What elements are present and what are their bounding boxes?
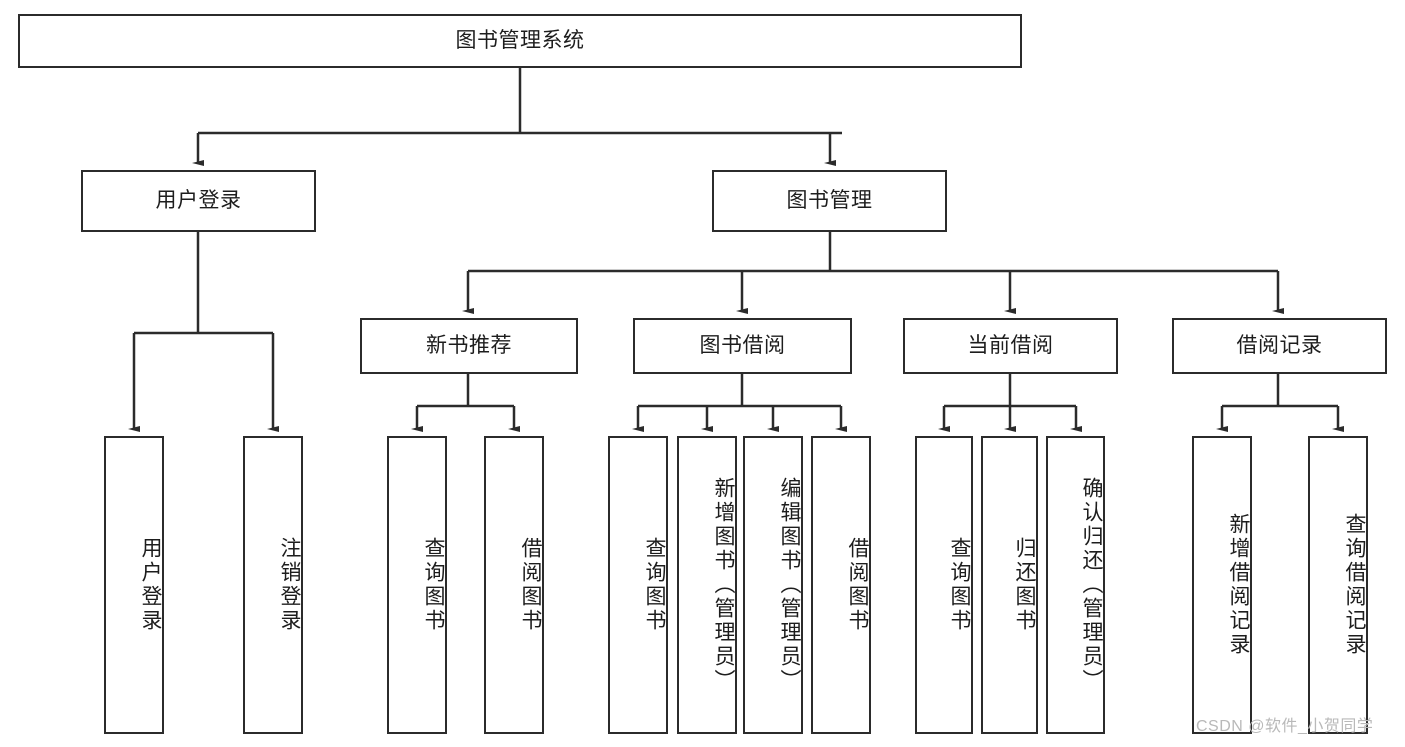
node-book-manage[interactable]: 图书管理 <box>712 170 947 232</box>
node-leaf-confirm-return-label: 确认归还（管理员） <box>1080 477 1103 693</box>
node-leaf-logout[interactable]: 注销登录 <box>243 436 303 734</box>
node-leaf-edit-book-label: 编辑图书（管理员） <box>778 477 801 693</box>
node-leaf-borrow-book-1[interactable]: 借阅图书 <box>484 436 544 734</box>
node-leaf-query-book-2[interactable]: 查询图书 <box>608 436 668 734</box>
node-current-borrow-label: 当前借阅 <box>967 333 1054 357</box>
node-leaf-return-book[interactable]: 归还图书 <box>981 436 1038 734</box>
node-book-manage-label: 图书管理 <box>786 188 873 212</box>
node-leaf-query-record-label: 查询借阅记录 <box>1343 513 1366 657</box>
node-leaf-query-book-3-label: 查询图书 <box>948 537 971 633</box>
node-leaf-user-login-label: 用户登录 <box>139 537 162 633</box>
node-leaf-borrow-book-2[interactable]: 借阅图书 <box>811 436 871 734</box>
node-root[interactable]: 图书管理系统 <box>18 14 1022 68</box>
node-leaf-add-record-label: 新增借阅记录 <box>1227 513 1250 657</box>
node-leaf-query-book-3[interactable]: 查询图书 <box>915 436 973 734</box>
node-leaf-edit-book[interactable]: 编辑图书（管理员） <box>743 436 803 734</box>
node-leaf-query-book-1-label: 查询图书 <box>422 537 445 633</box>
watermark-text: CSDN @软件_小贺同学 <box>1196 718 1374 735</box>
node-root-label: 图书管理系统 <box>455 28 585 52</box>
node-leaf-confirm-return[interactable]: 确认归还（管理员） <box>1046 436 1105 734</box>
node-leaf-return-book-label: 归还图书 <box>1013 537 1036 633</box>
node-leaf-user-login[interactable]: 用户登录 <box>104 436 164 734</box>
node-leaf-query-book-2-label: 查询图书 <box>643 537 666 633</box>
node-leaf-add-book-label: 新增图书（管理员） <box>712 477 735 693</box>
node-leaf-add-book[interactable]: 新增图书（管理员） <box>677 436 737 734</box>
node-current-borrow[interactable]: 当前借阅 <box>903 318 1118 374</box>
node-leaf-borrow-book-1-label: 借阅图书 <box>519 537 542 633</box>
node-leaf-query-record[interactable]: 查询借阅记录 <box>1308 436 1368 734</box>
node-leaf-add-record[interactable]: 新增借阅记录 <box>1192 436 1252 734</box>
node-leaf-logout-label: 注销登录 <box>278 537 301 633</box>
node-new-book-recommendation-label: 新书推荐 <box>426 333 512 357</box>
node-book-borrow[interactable]: 图书借阅 <box>633 318 852 374</box>
node-borrow-record-label: 借阅记录 <box>1236 333 1323 357</box>
node-leaf-borrow-book-2-label: 借阅图书 <box>846 537 869 633</box>
node-leaf-query-book-1[interactable]: 查询图书 <box>387 436 447 734</box>
node-user-login[interactable]: 用户登录 <box>81 170 316 232</box>
node-book-borrow-label: 图书借阅 <box>699 333 786 357</box>
node-borrow-record[interactable]: 借阅记录 <box>1172 318 1387 374</box>
node-new-book-recommendation[interactable]: 新书推荐 <box>360 318 578 374</box>
node-user-login-label: 用户登录 <box>155 188 242 212</box>
